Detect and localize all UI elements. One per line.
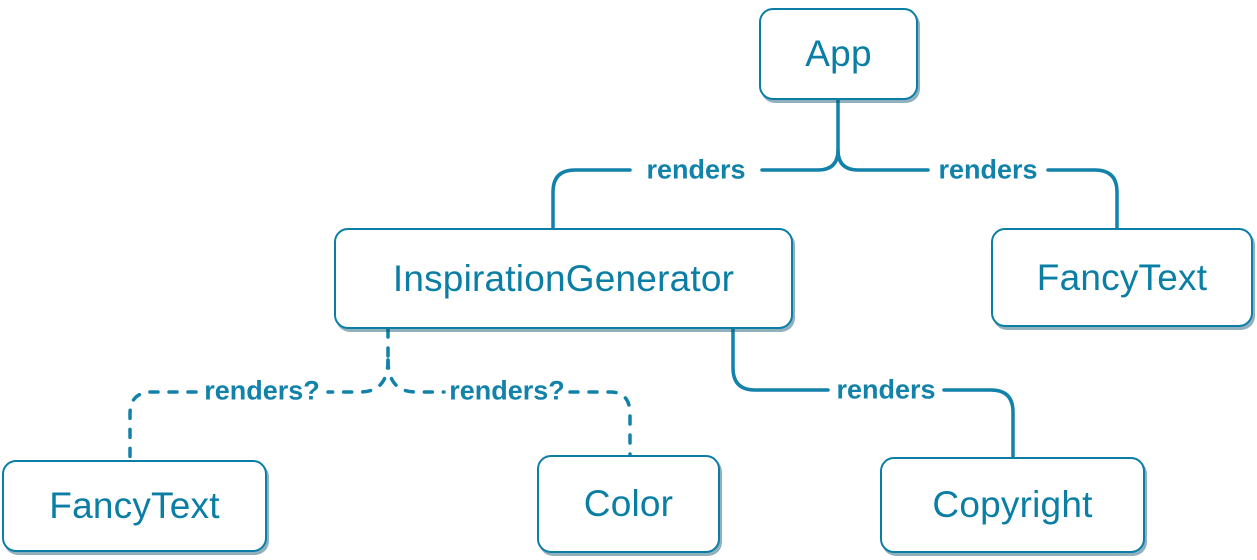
node-fancy-text-top: FancyText (991, 228, 1253, 327)
node-color: Color (537, 455, 720, 553)
node-fancy-text-bottom: FancyText (2, 460, 267, 552)
node-inspiration-generator: InspirationGenerator (334, 228, 793, 329)
edge-label-ig-color: renders? (449, 375, 565, 406)
node-app-label: App (805, 33, 872, 74)
node-fancy-text-top-label: FancyText (1036, 256, 1208, 298)
node-copyright: Copyright (880, 457, 1145, 553)
edge-ig-fancytext (326, 358, 390, 394)
edge-ig-copyright-2 (942, 388, 1015, 459)
edge-ig-color-2 (568, 390, 632, 457)
edge-app-inspirationgenerator-2 (551, 168, 632, 230)
node-copyright-label: Copyright (932, 484, 1093, 525)
edge-ig-fancytext-2 (128, 390, 198, 462)
node-inspiration-generator-label: InspirationGenerator (392, 257, 735, 299)
node-app: App (759, 8, 918, 100)
edge-label-app-fancytext: renders (938, 154, 1038, 185)
edge-app-inspirationgenerator (760, 98, 840, 172)
node-color-label: Color (583, 483, 674, 524)
edge-ig-copyright (731, 327, 830, 392)
node-fancy-text-bottom-label: FancyText (49, 485, 220, 526)
edge-label-app-inspirationgenerator: renders (646, 154, 746, 185)
edge-app-fancytext (836, 148, 930, 172)
edge-label-ig-fancytext: renders? (204, 375, 320, 406)
edge-app-fancytext-2 (1046, 168, 1119, 230)
edge-label-ig-copyright: renders (836, 374, 936, 405)
edge-ig-color (386, 358, 446, 394)
